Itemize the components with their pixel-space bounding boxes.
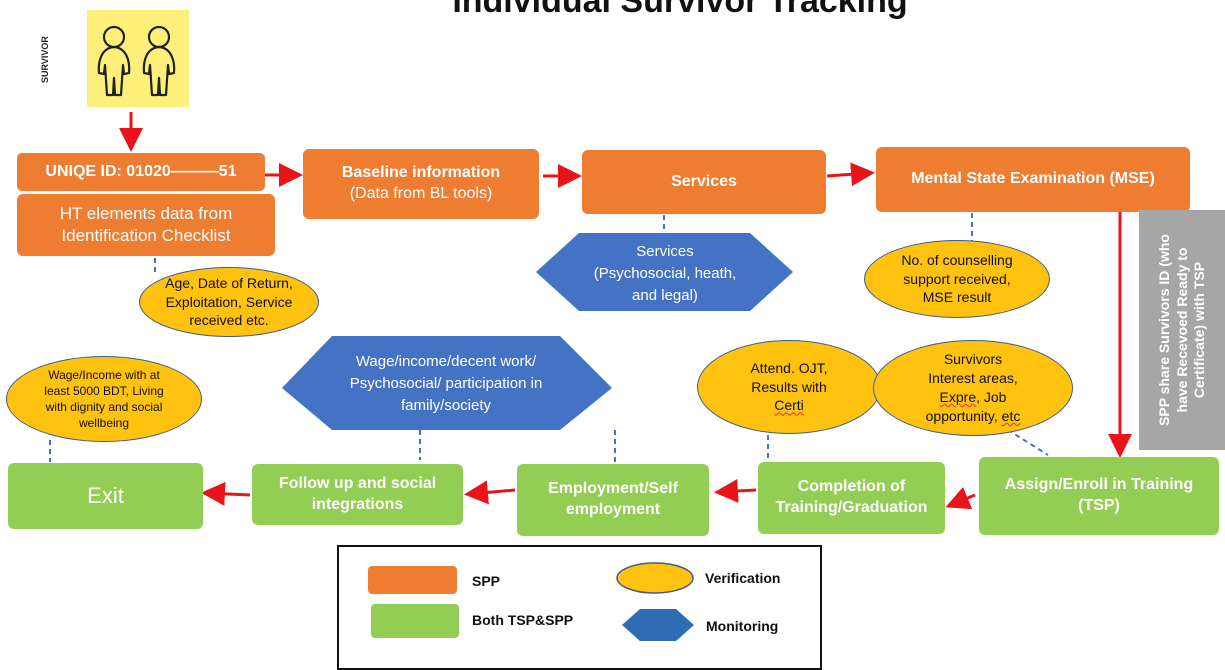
interest-etc: etc — [1001, 407, 1021, 424]
ht-elements-box: HT elements data from Identification Che… — [17, 194, 275, 256]
interest-expre: Expre — [939, 389, 977, 405]
baseline-title: Baseline information — [341, 164, 501, 182]
services-box: Services — [582, 150, 826, 214]
wage-income-ellipse: Wage/Income with at least 5000 BDT, Livi… — [6, 356, 202, 442]
diagram-title: Individual Survivor Tracking — [452, 0, 908, 20]
wage-hexagon — [282, 336, 612, 430]
legend-monitoring-swatch — [622, 609, 694, 641]
legend-monitoring-label: Monitoring — [706, 618, 779, 634]
side-note-bar: SPP share Survivors ID (who have Recevoe… — [1139, 210, 1225, 450]
survivor-box — [87, 10, 189, 107]
unique-id-box: UNIQE ID: 01020———51 — [17, 153, 265, 191]
legend-spp-label: SPP — [472, 573, 501, 589]
legend-verification-swatch — [616, 562, 694, 594]
wage-hexagon-text: Wage/income/decent work/ Psychosocial/ p… — [349, 353, 543, 414]
baseline-subtitle: (Data from BL tools) — [349, 185, 493, 202]
side-note-text: SPP share Survivors ID (who have Recevoe… — [1155, 234, 1207, 426]
interest-line-3: Expre, Job — [940, 388, 1007, 407]
interest-line-1: Survivors — [943, 351, 1003, 368]
ojt-ellipse: Attend. OJT, Results with Certi — [697, 340, 881, 434]
follow-up-box: Follow up and social integrations — [252, 464, 463, 525]
baseline-box: Baseline information (Data from BL tools… — [303, 149, 539, 219]
ojt-line-3: Certi — [774, 397, 804, 414]
ojt-line-1: Attend. OJT, — [750, 359, 828, 376]
age-ellipse: Age, Date of Return, Exploitation, Servi… — [139, 267, 319, 337]
mse-box: Mental State Examination (MSE) — [876, 147, 1190, 212]
arrow-services-to-mse — [826, 162, 875, 187]
counselling-ellipse: No. of counselling support received, MSE… — [864, 240, 1050, 318]
employment-box: Employment/Self employment — [517, 464, 709, 536]
legend-spp-swatch — [368, 566, 457, 594]
arrow-completion-to-employment — [714, 479, 757, 503]
interest-ellipse: Survivors Interest areas, Expre, Job opp… — [873, 340, 1073, 436]
arrow-employment-to-followup — [464, 480, 516, 505]
services-hexagon-text: Services (Psychosocial, heath, and legal… — [593, 243, 737, 304]
legend-both-label: Both TSP&SPP — [472, 612, 574, 628]
interest-line-2: Interest areas, — [928, 370, 1018, 387]
completion-box: Completion of Training/Graduation — [758, 462, 945, 534]
interest-opportunity: opportunity, — [925, 407, 1002, 424]
exit-box: Exit — [8, 463, 203, 529]
services-hexagon — [536, 233, 793, 311]
interest-job: , Job — [976, 389, 1007, 405]
two-people-icon — [97, 25, 176, 97]
legend-verification-label: Verification — [705, 570, 781, 586]
arrow-followup-to-exit — [201, 481, 251, 506]
interest-line-4: opportunity, etc — [926, 407, 1021, 426]
arrow-assign-to-completion — [945, 487, 976, 510]
legend-both-swatch — [371, 604, 459, 638]
assign-box: Assign/Enroll in Training (TSP) — [979, 457, 1219, 535]
ojt-line-2: Results with — [751, 378, 827, 395]
